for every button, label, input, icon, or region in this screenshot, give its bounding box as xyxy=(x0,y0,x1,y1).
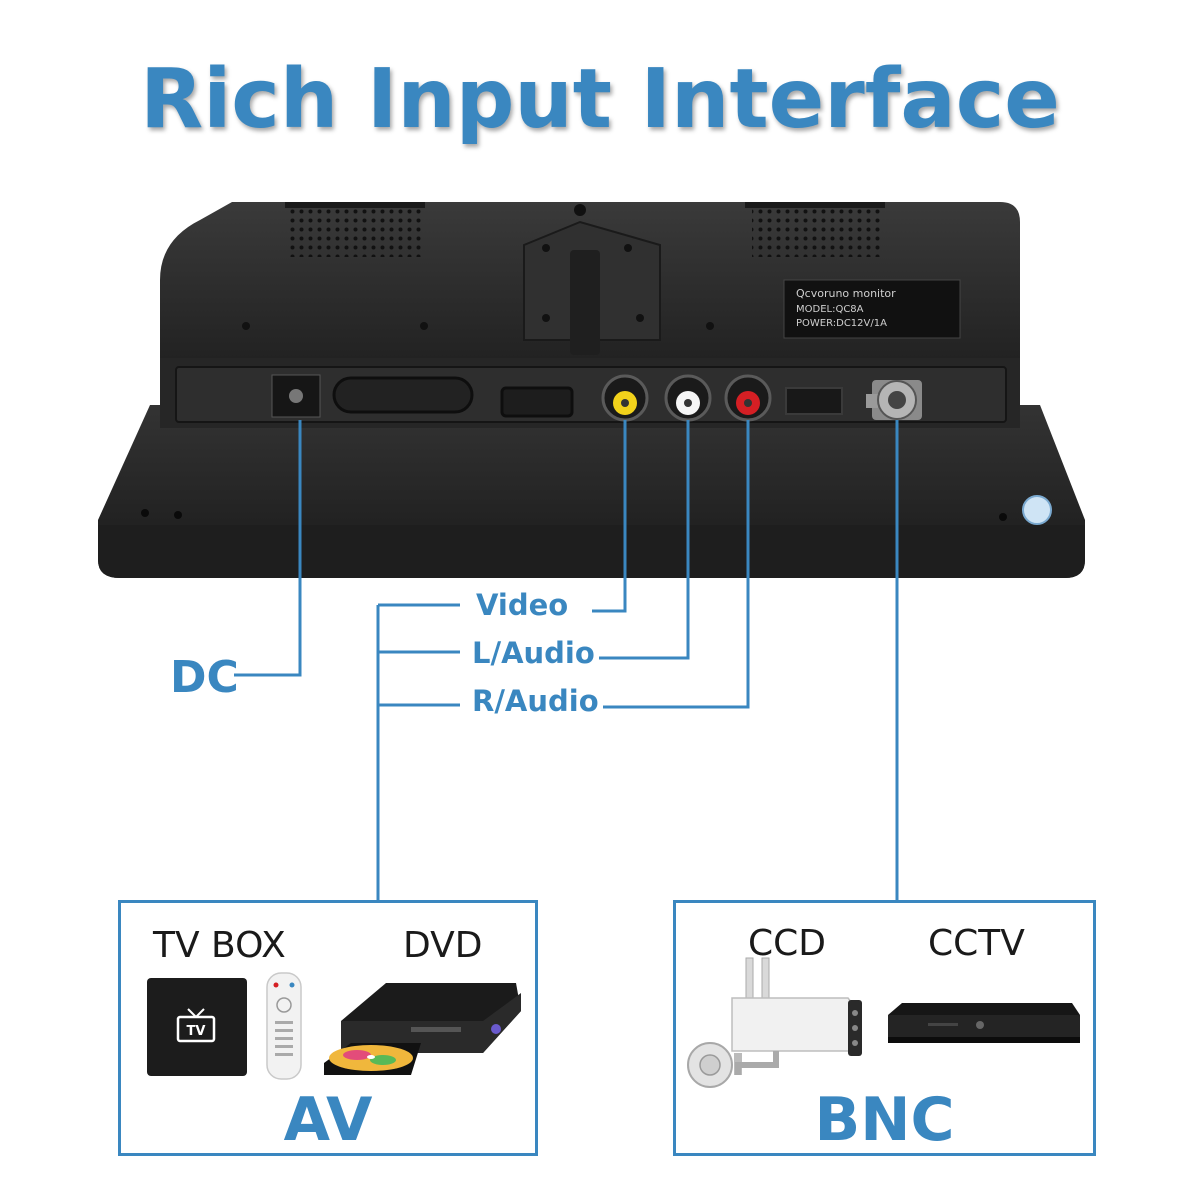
bnc-devices xyxy=(687,957,1080,1088)
speaker-left xyxy=(290,207,422,257)
bnc-source-box: CCD CCTV BNC xyxy=(673,900,1096,1156)
tv-box-icon: TV xyxy=(147,978,247,1076)
monitor-rear: Qcvoruno monitor MODEL:QC8A POWER:DC12V/… xyxy=(160,202,1020,428)
svg-text:MODEL:QC8A: MODEL:QC8A xyxy=(796,304,864,315)
connection-lines xyxy=(234,420,899,900)
page-title: Rich Input Interface xyxy=(140,52,1060,147)
cctv-recorder-icon xyxy=(888,1003,1080,1043)
sticker-icon xyxy=(1022,495,1052,525)
speaker-right xyxy=(752,207,884,257)
remote-control-icon xyxy=(266,972,302,1080)
dvd-player-icon xyxy=(324,983,521,1075)
svg-text:Qcvoruno monitor: Qcvoruno monitor xyxy=(796,287,896,300)
hdmi-port xyxy=(500,386,574,418)
dc-label: DC xyxy=(170,652,239,703)
left-audio-label: L/Audio xyxy=(468,636,599,670)
mount-bracket xyxy=(523,220,661,355)
av-devices: TV xyxy=(147,972,521,1080)
svg-text:TV: TV xyxy=(187,1024,206,1039)
video-label: Video xyxy=(472,588,573,622)
svg-text:POWER:DC12V/1A: POWER:DC12V/1A xyxy=(796,318,887,329)
rca-right-audio-port xyxy=(724,374,772,422)
av-type-label: AV xyxy=(283,1085,373,1155)
tv-box-label: TV BOX xyxy=(153,925,286,966)
model-label: Qcvoruno monitor MODEL:QC8A POWER:DC12V/… xyxy=(783,279,961,339)
bnc-port xyxy=(866,380,922,420)
usb-port xyxy=(785,387,843,415)
bnc-type-label: BNC xyxy=(814,1085,955,1155)
vga-port xyxy=(332,376,474,414)
rca-left-audio-port xyxy=(664,374,712,422)
dvd-label: DVD xyxy=(403,925,483,966)
right-audio-label: R/Audio xyxy=(468,684,603,718)
monitor-base xyxy=(98,405,1085,578)
rca-video-port xyxy=(601,374,649,422)
av-source-box: TV BOX DVD TV xyxy=(118,900,538,1156)
ccd-camera-icon xyxy=(687,957,862,1088)
cctv-label: CCTV xyxy=(928,923,1025,964)
ccd-label: CCD xyxy=(748,923,826,964)
